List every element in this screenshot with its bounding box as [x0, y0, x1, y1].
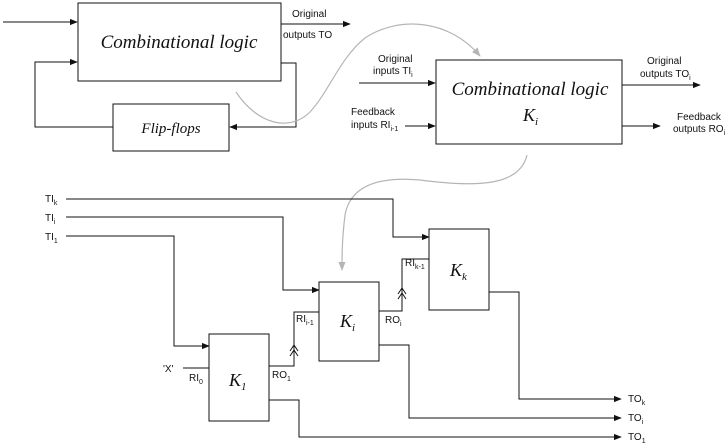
- kk-block: [428, 228, 490, 311]
- zoom-arrow-top: [235, 23, 481, 124]
- outputs-to-label: outputs TO: [283, 30, 332, 41]
- ki-logic-block: [435, 59, 623, 145]
- sequential-circuit: Combinational logic Original outputs TO …: [3, 2, 351, 152]
- ti1-wire: [66, 235, 210, 350]
- state-wire-to-logic: [34, 58, 113, 128]
- k1-block: [208, 333, 270, 422]
- roi-bus-mark: [397, 287, 407, 300]
- orig-inputs-label-2: inputs TIi: [373, 66, 413, 79]
- ki-logic-label: Combinational logic: [452, 79, 609, 100]
- output-label-toi: TOi: [628, 413, 644, 426]
- toi-wire: [379, 344, 622, 422]
- input-label-tik: TIk: [45, 194, 58, 207]
- tii-wire: [66, 216, 320, 294]
- flip-flops-block: [112, 103, 230, 152]
- input-label-ti1: TI1: [45, 232, 58, 245]
- orig-outputs-label-2: outputs TOi: [640, 69, 691, 82]
- tok-wire: [489, 291, 622, 403]
- ki-block: [318, 281, 380, 362]
- feedback-inputs-label-1: Feedback: [351, 107, 396, 118]
- roi-to-kk-wire: [379, 258, 429, 312]
- feedback-inputs-label-2: inputs RIi-1: [351, 120, 398, 133]
- block-chain: TIk TIi TI1 K1 'X' RI0 RO1 RIi-1 Ki ROi …: [45, 194, 646, 445]
- ki-block-name: Ki: [339, 311, 355, 334]
- feedback-outputs-label-2: outputs ROi: [673, 124, 726, 137]
- ri0-label: RI0: [189, 373, 203, 386]
- combinational-logic-block: [77, 2, 282, 82]
- ro1-bus-mark: [289, 344, 299, 357]
- kk-name: Kk: [449, 260, 468, 283]
- ki-detail: Combinational logic Ki Original inputs T…: [351, 54, 726, 145]
- to1-wire: [269, 399, 622, 441]
- ro-i-label: ROi: [385, 315, 402, 328]
- original-label: Original: [292, 9, 326, 20]
- output-label-tok: TOk: [628, 394, 646, 407]
- output-label-to1: TO1: [628, 432, 646, 445]
- ri-i-1-label: RIi-1: [296, 314, 314, 327]
- input-label-tii: TIi: [45, 213, 56, 226]
- flip-flops-label: Flip-flops: [140, 121, 200, 137]
- k1-name: K1: [228, 370, 247, 393]
- tik-wire: [66, 198, 430, 241]
- orig-outputs-label-1: Original: [647, 56, 681, 67]
- ki-name: Ki: [522, 105, 538, 128]
- x-label: 'X': [163, 364, 174, 375]
- feedback-wire-to-flipflops: [229, 62, 297, 131]
- feedback-outputs-label-1: Feedback: [677, 112, 722, 123]
- ro1-label: RO1: [272, 370, 291, 383]
- ro1-to-ki-wire: [269, 311, 319, 367]
- ri-k-1-label: RIk-1: [405, 258, 425, 271]
- orig-inputs-label-1: Original: [378, 54, 412, 65]
- combinational-logic-label: Combinational logic: [101, 32, 258, 53]
- zoom-arrow-bottom: [338, 154, 528, 271]
